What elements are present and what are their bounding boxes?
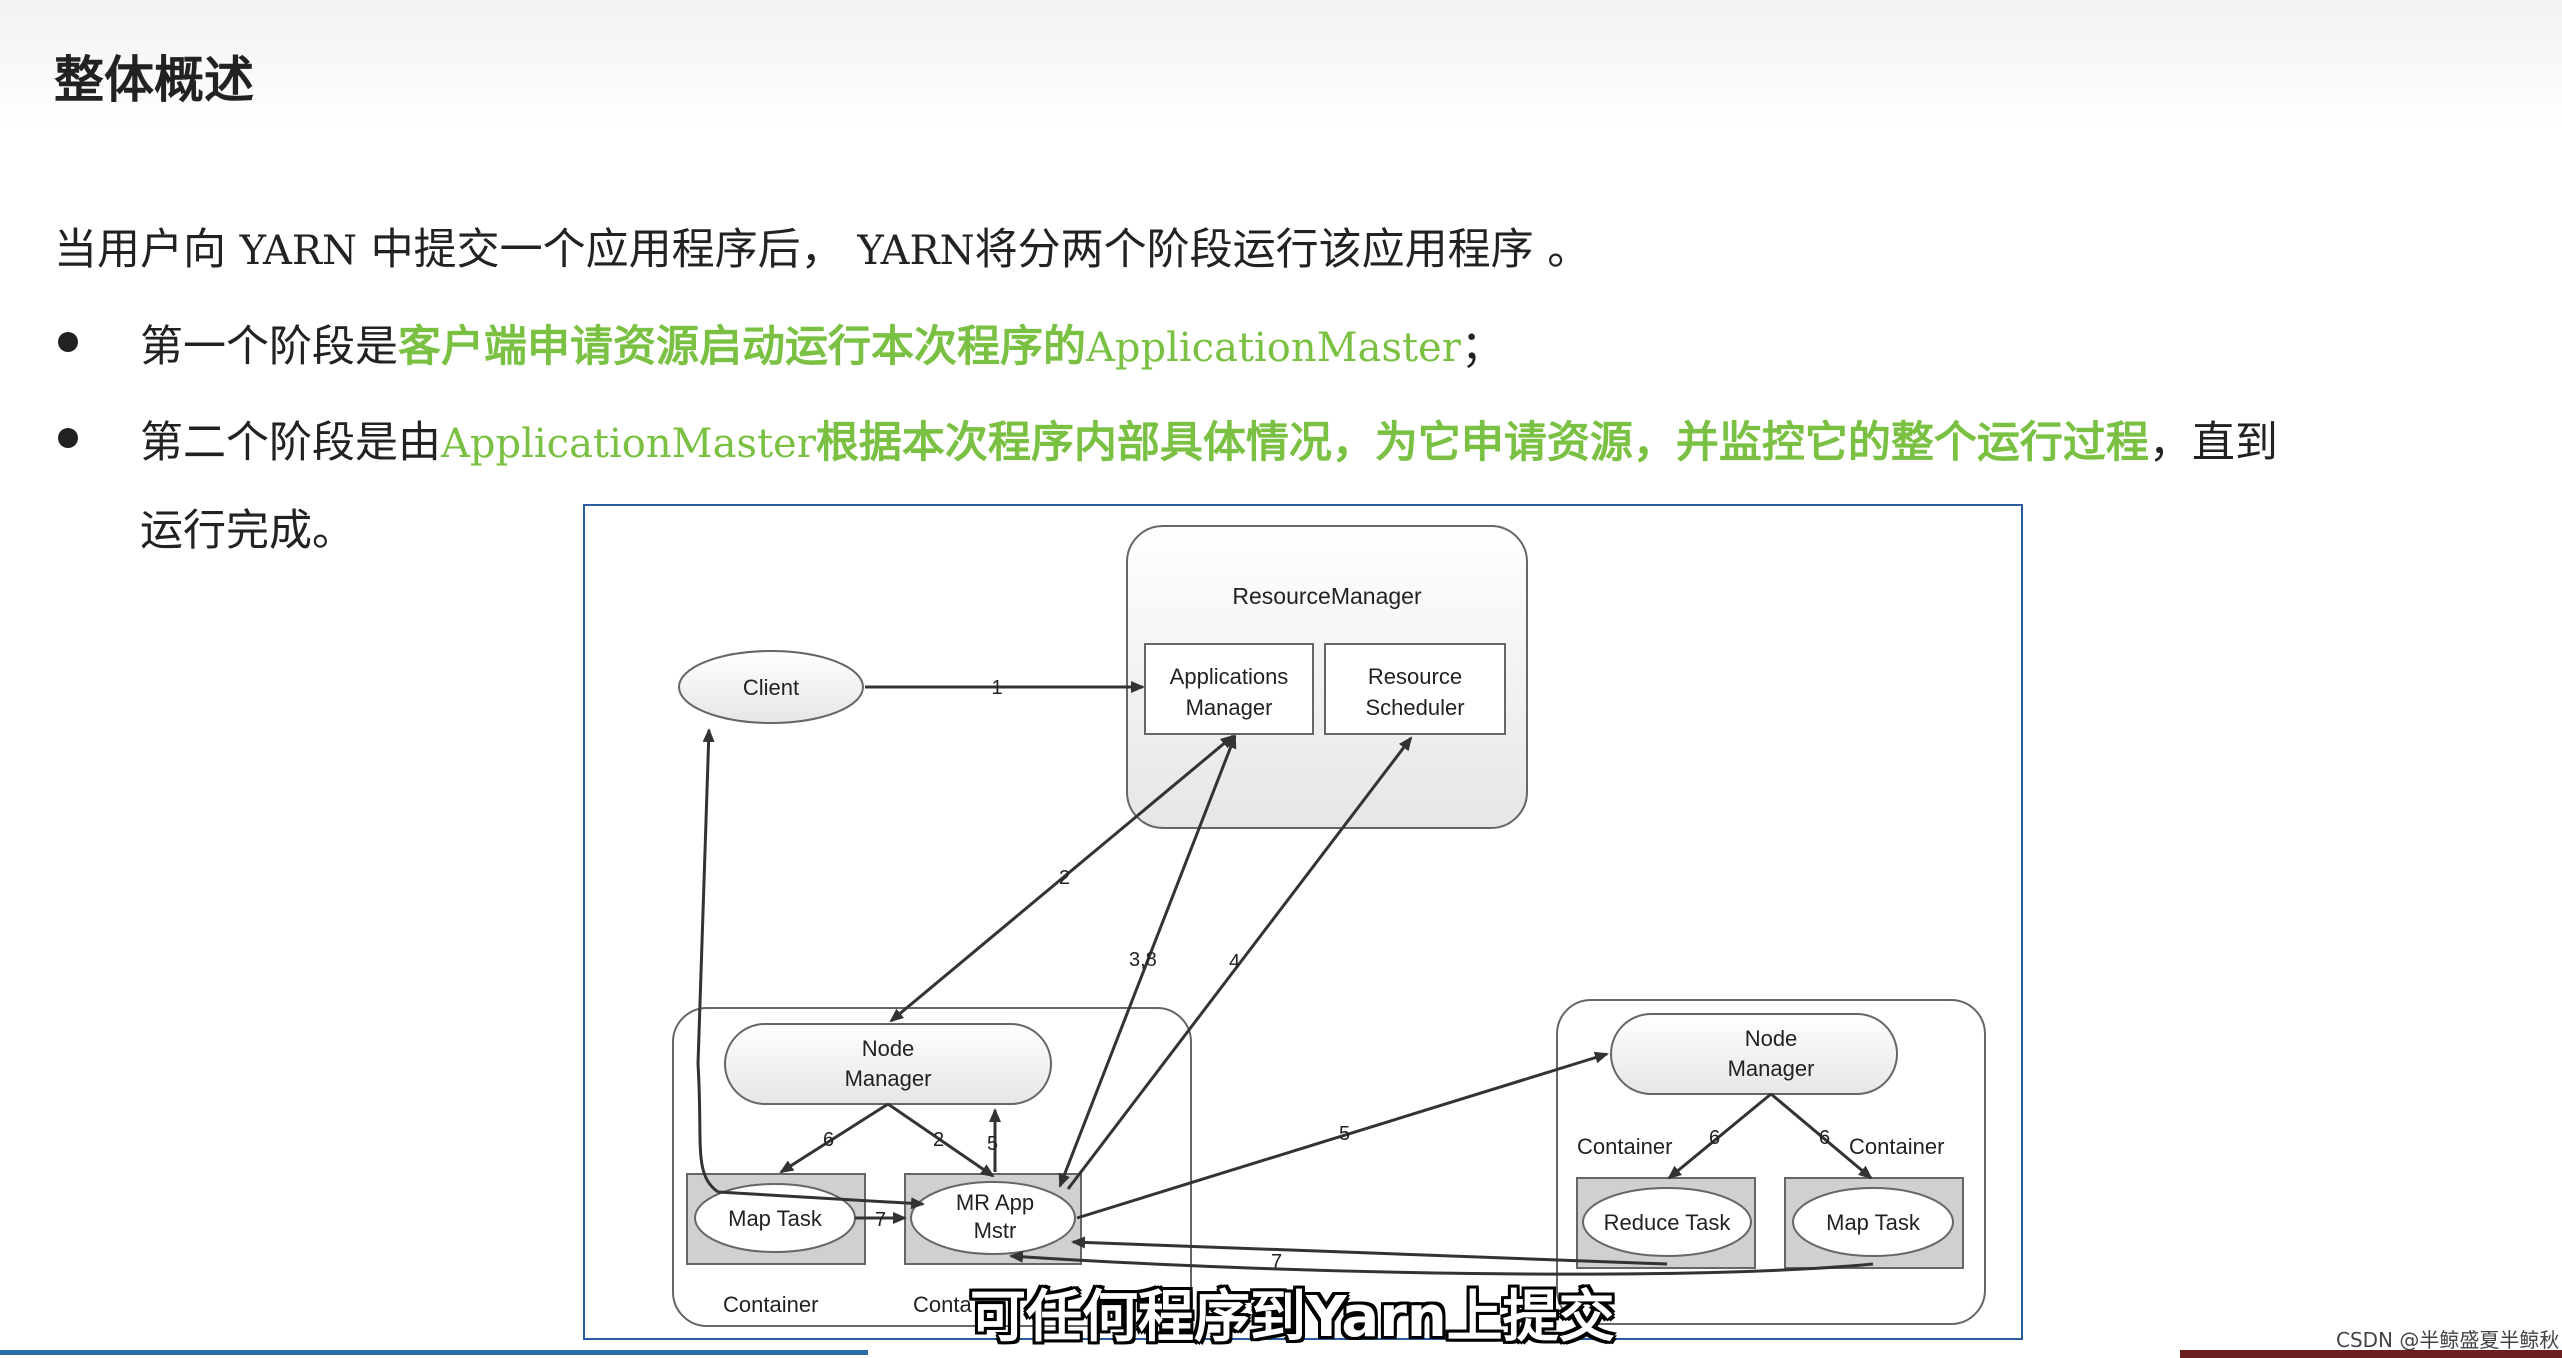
watermark: CSDN @半鲸盛夏半鲸秋	[2336, 1328, 2560, 1352]
arrow-2-left-label: 2	[933, 1129, 944, 1151]
arrow-7-map	[1009, 1250, 1874, 1276]
arrow-5-right	[1076, 1051, 1609, 1220]
yarn-architecture-diagram: ResourceManager Applications Manager Res…	[583, 504, 2023, 1340]
bullet-2-suffix: ，直到	[2148, 418, 2278, 468]
bullet-1-highlight: 客户端申请资源启动运行本次程序的	[398, 322, 1086, 372]
reduce-task-node	[1582, 1187, 1752, 1257]
arrow-6-right-a-label: 6	[1709, 1127, 1720, 1149]
right-node-manager-label-2: Manager	[1728, 1056, 1815, 1081]
applications-manager-label-2: Manager	[1186, 695, 1273, 720]
resource-scheduler-box	[1324, 643, 1506, 735]
bullet-2-highlight-mono: ApplicationMaster	[441, 421, 816, 467]
applications-manager-label-1: Applications	[1170, 664, 1289, 689]
applications-manager-box	[1144, 643, 1314, 735]
bullet-item-1: 第一个阶段是客户端申请资源启动运行本次程序的ApplicationMaster；	[140, 312, 1504, 374]
progress-bar	[0, 1350, 868, 1355]
left-node-manager-label-1: Node	[862, 1036, 915, 1061]
bullet-1-highlight-mono: ApplicationMaster	[1086, 325, 1461, 371]
mr-app-mstr-label-2: Mstr	[974, 1218, 1017, 1243]
resource-scheduler-label-1: Resource	[1368, 664, 1462, 689]
resource-scheduler-label-2: Scheduler	[1365, 695, 1464, 720]
arrow-7-right-label: 7	[1271, 1251, 1282, 1273]
mr-app-mstr-label-1: MR App	[956, 1190, 1034, 1215]
bullet-item-2: 第二个阶段是由ApplicationMaster根据本次程序内部具体情况，为它申…	[140, 408, 2278, 470]
intro-text-3: 将分两个阶段运行该应用程序 。	[974, 225, 1591, 275]
left-node-manager-label-2: Manager	[845, 1066, 932, 1091]
intro-text-1: 当用户向	[54, 225, 240, 275]
arrow-5-up-label: 5	[987, 1133, 998, 1155]
arrow-5-right-label: 5	[1339, 1123, 1350, 1145]
arrow-client-mrapp	[717, 1190, 925, 1210]
client-node	[678, 650, 864, 724]
arrow-6-left	[779, 1102, 889, 1174]
bullet-icon	[58, 332, 78, 352]
arrow-7-left-label: 7	[875, 1209, 886, 1231]
arrow-2-label: 2	[1059, 867, 1070, 889]
left-container-label: Container	[723, 1292, 818, 1317]
bullet-2-prefix: 第二个阶段是由	[140, 418, 441, 468]
bottom-accent-bar	[2180, 1350, 2562, 1358]
arrow-client-return	[696, 728, 719, 1194]
intro-yarn-2: YARN	[857, 228, 975, 274]
arrow-3-8-label: 3,8	[1129, 949, 1157, 971]
resource-manager-label: ResourceManager	[1232, 583, 1422, 609]
video-subtitle: 可任何程序到Yarn上提交	[970, 1285, 1615, 1350]
bullet-1-prefix: 第一个阶段是	[140, 322, 398, 372]
client-label: Client	[743, 675, 799, 700]
reduce-task-label: Reduce Task	[1604, 1210, 1732, 1235]
right-container-label-1: Container	[1577, 1134, 1672, 1159]
arrow-4-label: 4	[1229, 951, 1240, 973]
right-map-task-node	[1792, 1187, 1954, 1257]
right-container-label-2: Container	[1849, 1134, 1944, 1159]
bullet-1-suffix: ；	[1460, 322, 1504, 372]
right-map-task-label: Map Task	[1826, 1210, 1921, 1235]
bullet-2-line2: 运行完成。	[140, 506, 355, 556]
arrow-7-reduce	[1071, 1236, 1668, 1266]
right-node-manager	[1610, 1013, 1898, 1095]
arrow-2-left	[887, 1102, 995, 1178]
map-task-label: Map Task	[728, 1206, 823, 1231]
arrow-1-label: 1	[991, 677, 1002, 699]
arrow-6-right-b	[1770, 1092, 1873, 1180]
arrow-6-right-a	[1667, 1092, 1772, 1180]
arrow-6-left-label: 6	[823, 1129, 834, 1151]
arrow-4	[1066, 736, 1413, 1190]
intro-text-2: 中提交一个应用程序后，	[356, 225, 858, 275]
mr-app-mstr-node	[910, 1181, 1076, 1255]
bullet-icon	[58, 428, 78, 448]
arrow-6-right-b-label: 6	[1819, 1127, 1830, 1149]
arrow-3-8	[1058, 734, 1237, 1188]
intro-paragraph: 当用户向 YARN 中提交一个应用程序后， YARN将分两个阶段运行该应用程序 …	[54, 215, 1590, 277]
left-container-label-2: Conta	[913, 1292, 972, 1317]
page-title: 整体概述	[54, 51, 254, 109]
header-band	[0, 0, 2562, 130]
right-node-manager-label-1: Node	[1745, 1026, 1798, 1051]
intro-yarn-1: YARN	[239, 228, 357, 274]
bullet-2-highlight: 根据本次程序内部具体情况，为它申请资源，并监控它的整个运行过程	[815, 418, 2149, 468]
